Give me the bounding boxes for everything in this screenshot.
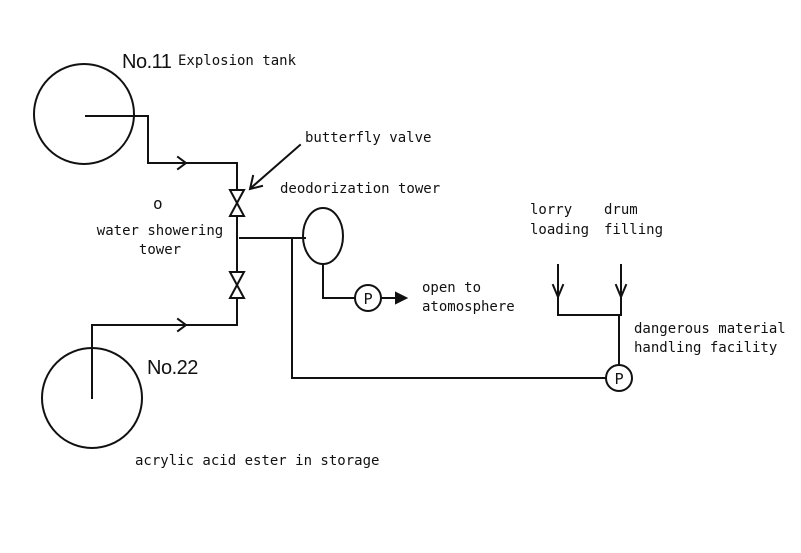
atmosphere-arrowhead: [395, 291, 409, 305]
lorry-loading-line2: loading: [530, 222, 590, 238]
flow-arrow-bottom: [176, 317, 188, 333]
water-tower-label-line1: water showering: [96, 223, 224, 239]
storage-tank-number: No.22: [147, 357, 198, 379]
pump-atmosphere-symbol: P: [363, 290, 372, 308]
pump-facility-symbol: P: [614, 370, 623, 388]
flow-arrow-top: [176, 155, 188, 171]
butterfly-valve-pointer-head: [248, 174, 264, 191]
deodorization-tower-vessel: [302, 207, 344, 265]
drum-filling-line1: drum: [604, 202, 638, 218]
butterfly-valve-label: butterfly valve: [305, 130, 432, 146]
drum-arrowhead: [614, 283, 628, 300]
lorry-loading-label: lorry loading: [530, 203, 589, 237]
explosion-tank-circle: [33, 63, 135, 165]
explosion-tank-number: No.11: [122, 51, 172, 73]
atmosphere-label: open to atomosphere: [422, 281, 515, 314]
pipe-deodorizer-to-pump: [322, 263, 356, 299]
lorry-loading-line1: lorry: [530, 202, 573, 218]
water-tower-marker: o: [153, 194, 163, 213]
deodorization-tower-label: deodorization tower: [280, 181, 441, 197]
drum-filling-line2: filling: [604, 222, 664, 238]
pipe-explosion-to-tower: [147, 115, 238, 191]
pipe-lorry-branch: [557, 264, 622, 316]
butterfly-valve-pointer: [250, 143, 302, 189]
butterfly-valve-lower: [228, 271, 246, 299]
pipe-storage-to-tower: [91, 299, 238, 326]
storage-tank-label: acrylic acid ester in storage: [135, 453, 380, 469]
butterfly-valve-upper: [228, 189, 246, 217]
drum-filling-label: drum filling: [604, 203, 663, 237]
lorry-arrowhead: [551, 283, 565, 300]
pipe-return-line: [291, 237, 607, 379]
dangerous-material-line2: handling facility: [634, 340, 778, 356]
water-tower-label: water showering tower: [89, 224, 231, 257]
dangerous-material-label: dangerous material handling facility: [634, 322, 786, 355]
atmosphere-label-line2: atomosphere: [422, 299, 515, 315]
atmosphere-label-line1: open to: [422, 280, 482, 296]
water-tower-label-line2: tower: [138, 242, 182, 258]
explosion-tank-label: Explosion tank: [178, 53, 297, 69]
dangerous-material-line1: dangerous material: [634, 321, 786, 337]
